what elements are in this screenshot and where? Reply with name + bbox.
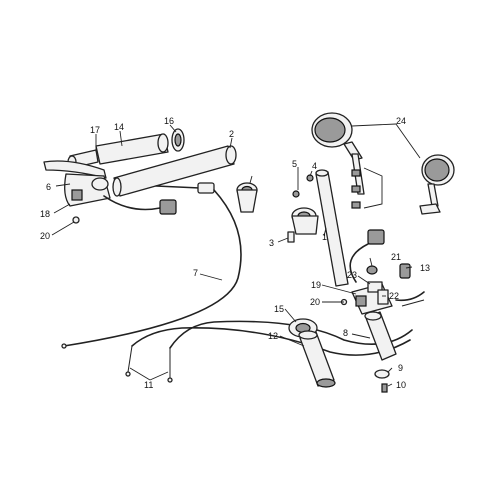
part-clip-21 (366, 265, 378, 275)
callout-7: 7 (193, 268, 198, 278)
callout-19: 19 (311, 280, 321, 290)
part-switch-13 (399, 263, 411, 279)
left-switch-wire (103, 195, 161, 211)
callout-14: 14 (114, 122, 124, 132)
part-end-cap-16 (171, 128, 185, 152)
callout-3: 3 (269, 238, 274, 248)
callout-6: 6 (46, 182, 51, 192)
callout-23: 23 (347, 270, 357, 280)
part-housing-cover-23 (367, 281, 383, 293)
part-left-handlebar-2 (112, 145, 237, 197)
callout-21: 21 (391, 252, 401, 262)
part-mirror-right-24 (419, 154, 455, 215)
part-end-weight-9 (374, 369, 390, 379)
part-lever-screw-20 (72, 216, 80, 224)
left-connector (159, 199, 177, 215)
part-screw-3 (287, 231, 295, 243)
mirror-bolts (351, 169, 361, 209)
callout-4: 4 (312, 161, 317, 171)
part-nut-5 (292, 190, 300, 198)
right-switch-wire (349, 243, 369, 283)
callout-20-left: 20 (40, 231, 50, 241)
callout-numbers: 17 14 16 2 6 18 20 7 5 4 3 1 24 13 21 19… (40, 116, 430, 390)
callout-11: 11 (144, 380, 153, 390)
callout-9: 9 (398, 363, 403, 373)
callout-2: 2 (229, 129, 234, 139)
part-cable-7 (61, 182, 242, 349)
part-clutch-lever-6 (43, 160, 111, 207)
throttle-cable-ends-2 (401, 299, 425, 307)
callout-17: 17 (90, 125, 100, 135)
part-guide-22 (377, 289, 389, 305)
callout-5: 5 (292, 159, 297, 169)
part-screw-10 (381, 383, 388, 393)
throttle-cable-ends (395, 291, 425, 302)
callout-15: 15 (274, 304, 284, 314)
callout-12: 12 (268, 331, 278, 341)
part-left-clamp (236, 175, 258, 213)
callout-1: 1 (322, 232, 327, 242)
part-mirror-left-24 (311, 112, 365, 195)
part-throttle-tube-8 (364, 311, 397, 361)
part-grip-tube-14 (67, 133, 169, 169)
callout-13: 13 (420, 263, 430, 273)
callout-16: 16 (164, 116, 174, 126)
part-right-handlebar-1 (315, 169, 349, 287)
callout-8: 8 (343, 328, 348, 338)
callout-leaders (51, 123, 421, 387)
part-grip-12 (298, 330, 336, 388)
callout-20-right: 20 (310, 297, 320, 307)
part-right-clamp (291, 207, 319, 235)
right-connector (367, 229, 385, 245)
callout-24: 24 (396, 116, 406, 126)
callout-10: 10 (396, 380, 406, 390)
mirror-bolt-bracket (363, 167, 383, 209)
callout-18: 18 (40, 209, 50, 219)
callout-22: 22 (389, 291, 399, 301)
